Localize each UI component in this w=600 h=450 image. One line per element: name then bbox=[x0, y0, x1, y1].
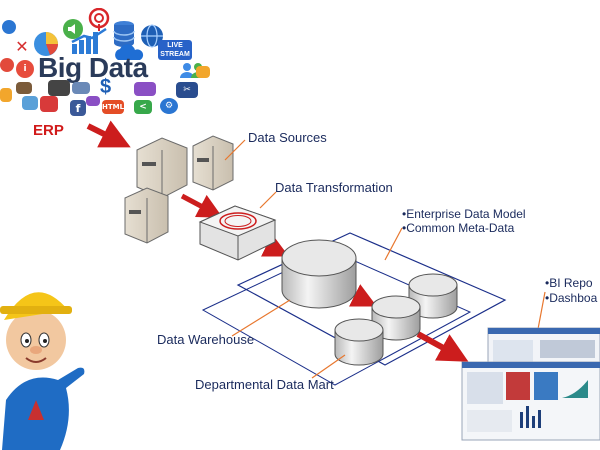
transformation-box bbox=[198, 205, 277, 261]
label-common-meta-data: •Common Meta-Data bbox=[402, 221, 515, 235]
wifi-icon bbox=[88, 8, 110, 31]
label-enterprise-data-model: •Enterprise Data Model bbox=[402, 207, 526, 221]
leader-line bbox=[259, 191, 277, 209]
car-icon bbox=[72, 82, 90, 94]
label-departmental-data-mart: Departmental Data Mart bbox=[195, 377, 334, 392]
chat-icon bbox=[86, 96, 100, 106]
html-icon: HTML bbox=[102, 100, 124, 114]
flow-arrow bbox=[416, 331, 469, 362]
flow-arrow bbox=[180, 193, 223, 218]
label-data-transformation: Data Transformation bbox=[275, 180, 393, 195]
warehouse-cylinder bbox=[281, 239, 357, 309]
cart-icon bbox=[196, 66, 210, 78]
server-icon bbox=[124, 187, 169, 244]
big-data-title: Big Data bbox=[38, 52, 148, 83]
erp-label: ERP bbox=[33, 122, 64, 139]
tablet-icon bbox=[48, 80, 70, 96]
pie-chart-icon bbox=[34, 32, 58, 56]
photo-icon bbox=[22, 96, 38, 110]
close-icon: ✕ bbox=[15, 36, 29, 56]
label-data-warehouse: Data Warehouse bbox=[157, 332, 255, 347]
lock-icon bbox=[0, 88, 12, 102]
map-pin-icon bbox=[40, 96, 58, 112]
leader-line bbox=[224, 139, 246, 161]
speaker-icon bbox=[63, 19, 83, 39]
facebook-icon: f bbox=[70, 100, 86, 116]
clock-icon bbox=[0, 58, 14, 72]
person-icon bbox=[134, 82, 156, 96]
info-icon: i bbox=[16, 60, 34, 78]
bar-chart-icon bbox=[71, 28, 107, 54]
leader-line bbox=[231, 299, 291, 337]
leader-line bbox=[311, 354, 346, 379]
globe-icon bbox=[141, 24, 163, 48]
label-data-sources: Data Sources bbox=[248, 130, 327, 145]
dollar-icon: $ bbox=[100, 76, 112, 98]
server-icon bbox=[136, 137, 188, 199]
erp-arrow bbox=[86, 120, 131, 148]
label-dashboards: •Dashboa bbox=[545, 291, 598, 305]
leader-line bbox=[384, 227, 403, 261]
cloud-icon bbox=[115, 44, 144, 60]
mart-cylinder bbox=[371, 295, 421, 341]
bi-report-thumbnail bbox=[461, 361, 600, 441]
server-icon bbox=[192, 135, 234, 191]
worker-mascot-icon bbox=[0, 292, 85, 450]
gear-icon: ⚙ bbox=[160, 98, 178, 114]
label-bi-reports: •BI Repo bbox=[545, 276, 593, 290]
globe-icon bbox=[2, 20, 16, 34]
mart-cylinder bbox=[334, 318, 384, 366]
scissors-icon: ✂ bbox=[176, 82, 198, 98]
share-icon: < bbox=[134, 100, 152, 114]
camera-icon bbox=[16, 82, 32, 94]
